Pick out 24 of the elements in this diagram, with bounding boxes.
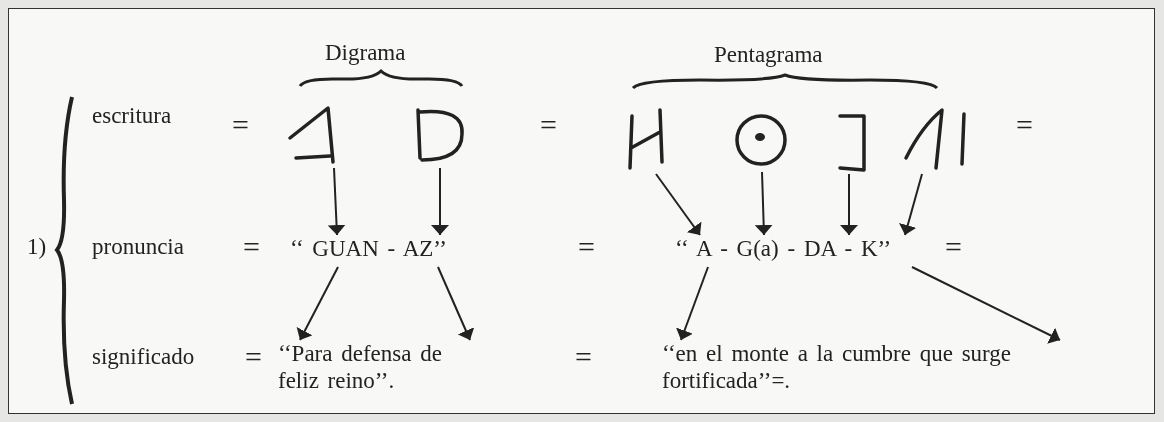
pronunciation-text: ‘‘ GUAN - AZ’’ bbox=[290, 235, 490, 262]
arrow bbox=[911, 266, 1061, 341]
arrow bbox=[437, 266, 471, 341]
equals-sign: = bbox=[243, 234, 260, 260]
equals-sign: = bbox=[578, 234, 595, 260]
equals-sign: = bbox=[1016, 112, 1033, 138]
meaning-text: ‘‘Para defensa de feliz reino’’. bbox=[278, 340, 488, 394]
arrow bbox=[299, 266, 339, 341]
arrow bbox=[902, 173, 923, 236]
pronunciation-text: ‘‘ A - G(a) - DA - K’’ bbox=[675, 235, 915, 262]
heading: Pentagrama bbox=[714, 42, 823, 68]
row-label: escritura bbox=[92, 103, 172, 129]
arrow bbox=[655, 173, 701, 236]
equals-sign: = bbox=[945, 234, 962, 260]
row-label: significado bbox=[92, 344, 195, 370]
equals-sign: = bbox=[540, 112, 557, 138]
equals-sign: = bbox=[245, 344, 262, 370]
equals-sign: = bbox=[575, 344, 592, 370]
equals-sign: = bbox=[232, 112, 249, 138]
item-number: 1) bbox=[27, 234, 47, 260]
meaning-text: ‘‘en el monte a la cumbre que surge fortificada’’=. bbox=[662, 340, 1092, 394]
arrow bbox=[679, 266, 709, 341]
row-label: pronuncia bbox=[92, 234, 184, 260]
heading: Digrama bbox=[325, 40, 406, 66]
